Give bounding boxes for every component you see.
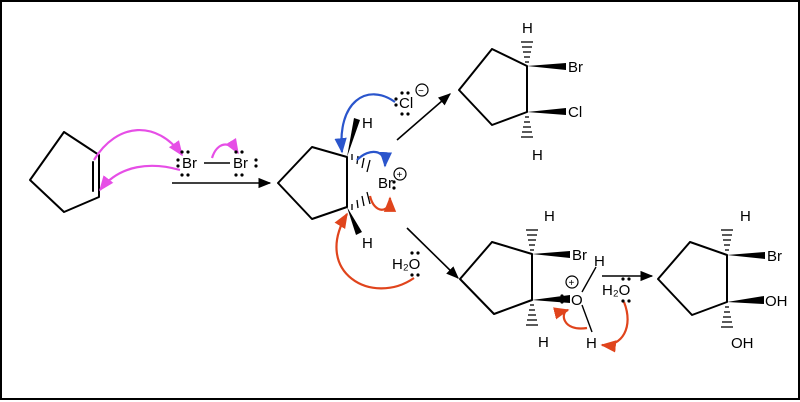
h-top-label: H [362,115,373,132]
chloride-minus: − [418,86,424,97]
arrow-water-attack [334,212,415,290]
arrow-oh-bond-to-o [553,307,588,330]
br-right-label: Br [233,155,248,172]
cyclopentene [29,131,100,213]
prod3-h-top-label: H [740,208,751,225]
bromonium-plus: + [397,170,403,181]
water-molecule-2: H₂O [602,277,631,303]
prod1-cl-label: Cl [568,104,582,121]
product-oxonium: H Br O + H H H [459,208,605,352]
bromonium-ion: H H Br + [277,115,407,252]
bromine-molecule: Br Br [176,150,258,177]
prod2-oh-h2-label: H [586,335,597,352]
product-diol: H Br OH OH [657,208,788,352]
arrow-br-br-bond [210,137,239,159]
prod3-br-label: Br [767,248,782,265]
water-molecule-1: H₂O [392,251,420,277]
prod1-br-label: Br [568,59,583,76]
reaction-arrow-2 [396,93,451,141]
oxonium-plus: + [569,278,575,289]
prod2-o-label: O [571,292,583,309]
arrow-alkene-to-br [93,129,183,161]
water-right-label: H₂O [602,282,630,299]
arrow-bond-to-br [356,150,392,168]
prod3-oh1-label: OH [765,293,788,310]
water-mid-label: H₂O [392,256,420,273]
prod3-oh2-label: OH [731,335,754,352]
prod2-h-bottom-label: H [538,334,549,351]
prod1-h-bottom-label: H [532,147,543,164]
h-bottom-label: H [362,235,373,252]
br-left-label: Br [182,155,197,172]
prod2-br-label: Br [572,247,587,264]
product-bromochloride: H Br Cl H [458,20,583,164]
arrow-br-to-alkene [99,164,181,192]
prod1-h-top-label: H [522,20,533,37]
reaction-arrow-3 [406,227,459,279]
cl-anion-label: Cl [399,95,413,112]
arrow-bond-to-br-red [368,195,397,212]
prod2-h-top-label: H [544,208,555,225]
prod2-oh-h1-label: H [594,253,605,270]
arrow-cl-attack [334,93,396,154]
br-bridge-label: Br [378,175,393,192]
chloride-ion: Cl − [394,83,429,116]
arrow-water-deprotonation [600,301,629,353]
